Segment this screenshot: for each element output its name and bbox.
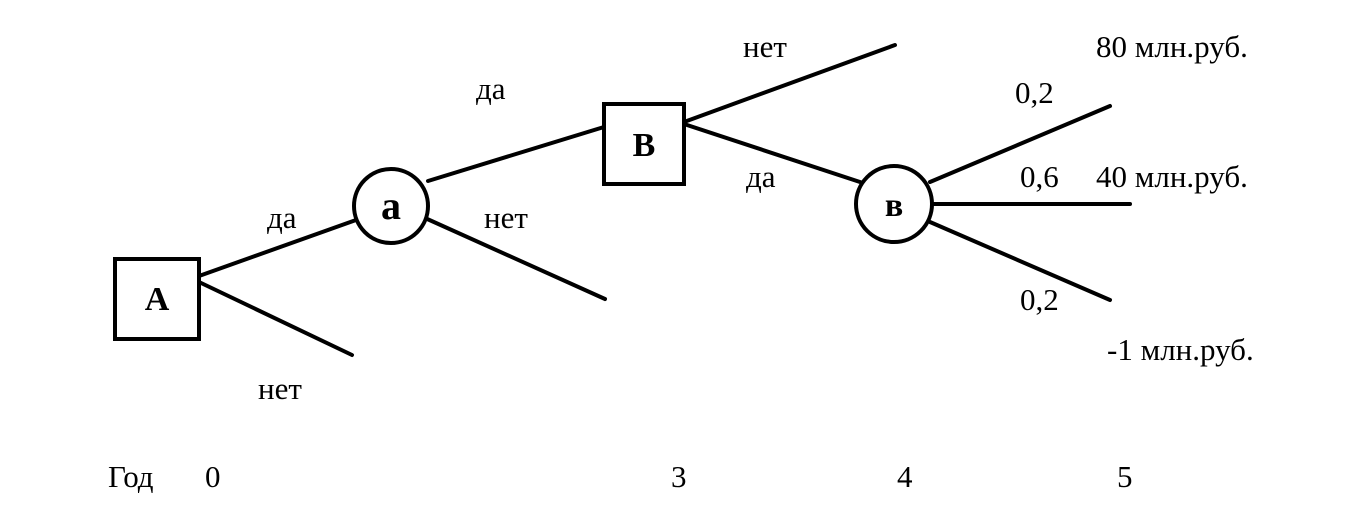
- edge-B-yes: [682, 122, 865, 185]
- decision-node-A-label: А: [145, 281, 170, 318]
- timeline-year-3: 3: [671, 459, 687, 494]
- probability-middle-label: 0,6: [1020, 159, 1059, 194]
- edge-b-outcome-top: [928, 104, 1112, 184]
- timeline-year-4: 4: [897, 459, 913, 494]
- edge-a-yes: [426, 125, 606, 183]
- chance-node-a-label: а: [381, 183, 401, 228]
- edge-B-yes-label: да: [746, 159, 776, 194]
- edge-b-outcome-bottom: [928, 220, 1112, 302]
- decision-node-B: [602, 102, 686, 186]
- chance-node-b-label: в: [885, 187, 903, 224]
- edge-B-no-label: нет: [743, 29, 787, 64]
- timeline-label: Год: [108, 459, 154, 494]
- edge-a-no-label: нет: [484, 200, 528, 235]
- outcome-middle-value: 40 млн.руб.: [1096, 159, 1248, 194]
- decision-node-A: [113, 257, 201, 341]
- outcome-bottom-value: -1 млн.руб.: [1107, 332, 1254, 367]
- chance-node-a: [352, 167, 430, 245]
- timeline-year-5: 5: [1117, 459, 1133, 494]
- probability-bottom-label: 0,2: [1020, 282, 1059, 317]
- chance-node-b: [854, 164, 934, 244]
- edge-B-no: [682, 43, 897, 124]
- timeline-year-0: 0: [205, 459, 221, 494]
- edge-a-yes-label: да: [476, 71, 506, 106]
- edge-A-yes-label: да: [267, 200, 297, 235]
- decision-node-B-label: В: [633, 127, 656, 164]
- outcome-top-value: 80 млн.руб.: [1096, 29, 1248, 64]
- probability-top-label: 0,2: [1015, 75, 1054, 110]
- edge-a-no: [423, 216, 607, 301]
- edge-A-no-label: нет: [258, 371, 302, 406]
- edge-A-yes: [197, 218, 358, 278]
- edge-A-no: [197, 280, 354, 357]
